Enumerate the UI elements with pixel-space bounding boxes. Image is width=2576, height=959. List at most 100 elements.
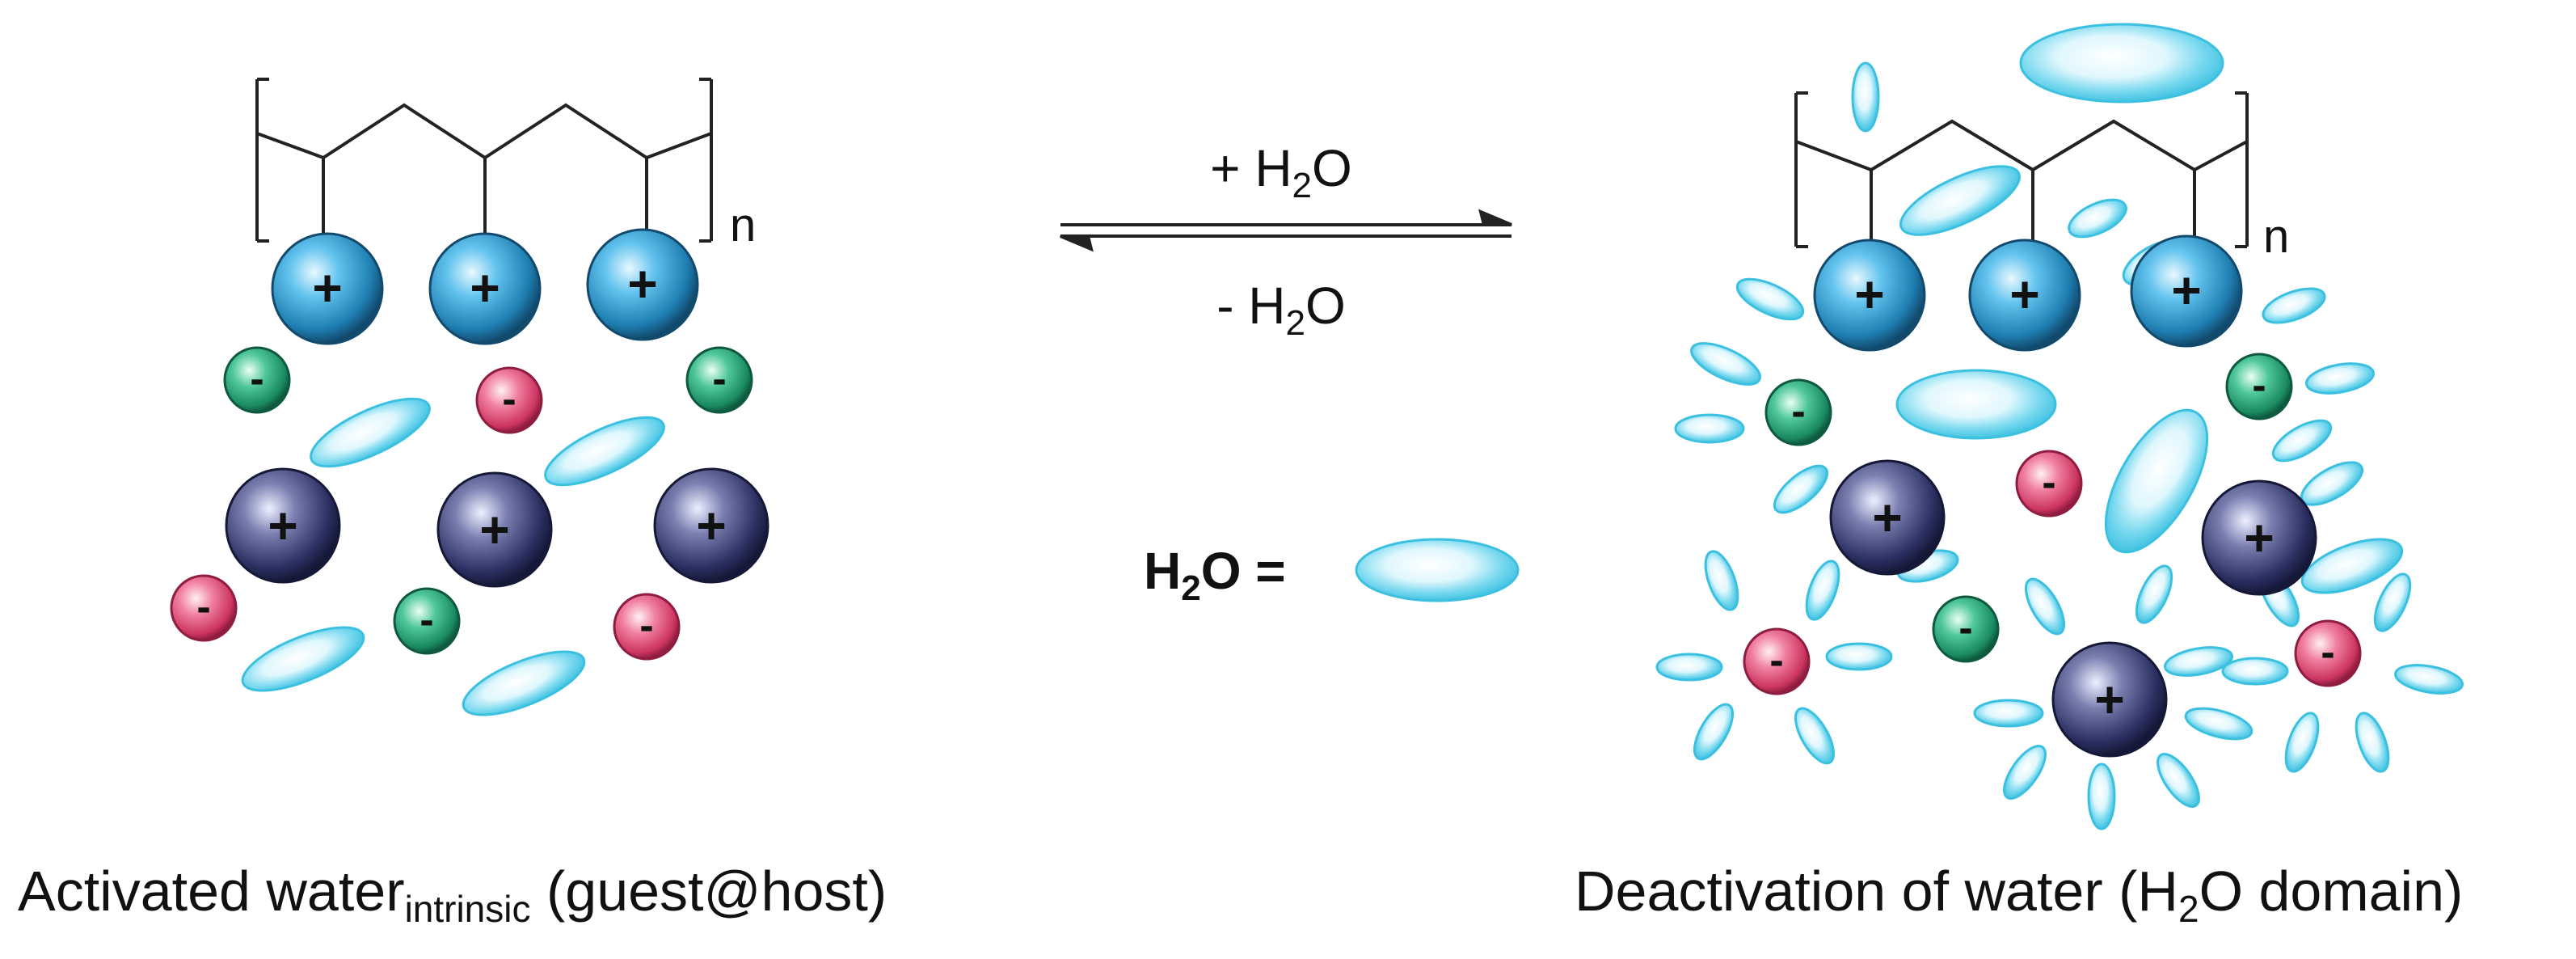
anion-sign: - <box>2042 459 2055 506</box>
water-molecule <box>1735 277 1805 321</box>
cation-sign: + <box>1872 488 1902 547</box>
cation-sign: + <box>2094 670 2124 729</box>
water-molecule <box>2019 23 2224 104</box>
cation-blue <box>1813 239 1926 352</box>
cation-sign: + <box>1854 265 1884 323</box>
anion-green <box>393 587 461 655</box>
water-molecule <box>1773 464 1829 514</box>
cation-sign: + <box>268 496 297 555</box>
anion-pink <box>613 593 681 661</box>
water-molecule <box>310 397 431 468</box>
anion-pink <box>475 366 543 434</box>
equilibrium-arrows <box>1060 209 1512 252</box>
anion-pink <box>1743 627 1811 695</box>
cation-blue <box>2130 234 2243 348</box>
anion-sign: - <box>502 376 516 423</box>
right-caption-main: Deactivation of water (H <box>1575 860 2178 923</box>
left-caption: Activated waterintrinsic (guest@host) <box>18 859 887 931</box>
water-molecule <box>2355 712 2390 773</box>
cation-sign: + <box>696 496 726 555</box>
water-molecule <box>241 626 365 692</box>
anion-sign: - <box>196 584 210 631</box>
water-molecule <box>1973 699 2044 728</box>
anion-green <box>685 346 753 414</box>
anion-pink <box>2294 619 2362 687</box>
right-repeat-n: n <box>2263 210 2289 263</box>
reverse-label: - H2O <box>1216 277 1346 343</box>
anion-green <box>1764 378 1832 446</box>
cation-sign: + <box>2171 261 2201 319</box>
water-molecule <box>2135 564 2173 624</box>
right-caption-sub: 2 <box>2178 888 2199 930</box>
water-molecule <box>2024 577 2066 636</box>
water-molecule <box>2300 538 2404 594</box>
cation-sign: + <box>627 255 657 313</box>
water-molecule <box>2003 745 2047 800</box>
water-molecule <box>1825 642 1893 671</box>
anion-green <box>1932 595 2000 663</box>
water-molecule <box>1704 550 1739 611</box>
right-ions: + + + - - + - + - - + - <box>1743 234 2362 758</box>
cation-navy <box>653 467 769 584</box>
water-molecule <box>544 416 665 487</box>
anion-sign: - <box>1769 637 1783 684</box>
cation-navy <box>2201 480 2317 596</box>
cation-blue <box>1968 239 2081 352</box>
anion-sign: - <box>2321 629 2334 676</box>
anion-green <box>2225 353 2293 420</box>
cation-blue <box>428 232 542 345</box>
water-molecule <box>2271 419 2333 463</box>
left-caption-sub: intrinsic <box>404 888 531 930</box>
water-molecule <box>2262 287 2326 324</box>
cation-navy <box>2051 641 2168 758</box>
left-water-molecules <box>241 397 665 716</box>
cation-navy <box>436 471 553 588</box>
left-repeat-n: n <box>730 199 756 251</box>
water-molecule <box>2184 707 2253 741</box>
cation-sign: + <box>312 259 342 317</box>
water-molecule <box>2104 408 2209 554</box>
legend-water-icon <box>1355 538 1520 602</box>
water-molecule <box>1794 707 1836 765</box>
anion-pink <box>170 574 238 642</box>
water-molecule <box>2373 572 2412 632</box>
cation-navy <box>1829 459 1946 576</box>
left-caption-main: Activated water <box>18 860 405 923</box>
water-molecule <box>462 650 586 716</box>
cation-sign: + <box>470 259 500 317</box>
anion-sign: - <box>712 356 726 403</box>
cation-navy <box>225 467 341 584</box>
water-molecule <box>2305 362 2375 395</box>
water-molecule <box>1805 560 1840 621</box>
cation-sign: + <box>2244 509 2274 567</box>
cation-sign: + <box>2009 265 2039 323</box>
anion-sign: - <box>250 356 264 403</box>
water-molecule <box>2068 198 2127 239</box>
water-molecule <box>1851 61 1880 133</box>
water-molecule <box>1693 703 1735 761</box>
left-polymer-backbone <box>255 78 713 243</box>
water-molecule <box>2284 712 2320 773</box>
left-ions: + + + - - - + + + - - - <box>170 228 769 661</box>
water-molecule <box>1895 369 2057 440</box>
cation-blue <box>586 228 699 341</box>
cation-sign: + <box>479 501 509 559</box>
water-molecule <box>2164 646 2233 677</box>
water-molecule <box>2221 657 2289 686</box>
water-molecule <box>2087 763 2116 830</box>
right-water-molecules <box>1655 23 2464 830</box>
water-molecule <box>1674 413 1745 444</box>
water-molecule <box>1690 342 1761 386</box>
right-caption: Deactivation of water (H2O domain) <box>1575 859 2463 931</box>
water-molecule <box>2394 664 2464 695</box>
anion-sign: - <box>2252 362 2266 409</box>
forward-label: + H2O <box>1210 139 1352 205</box>
right-caption-tail: O domain) <box>2199 860 2464 923</box>
water-molecule <box>2157 753 2200 808</box>
anion-sign: - <box>639 602 653 649</box>
anion-pink <box>2015 450 2083 518</box>
anion-green <box>223 346 291 414</box>
anion-sign: - <box>1958 605 1972 652</box>
water-molecule <box>1899 165 2021 236</box>
